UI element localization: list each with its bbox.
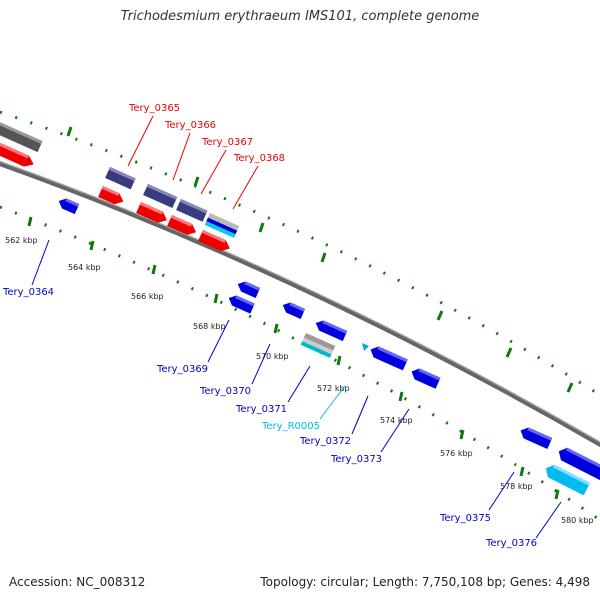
gene-arrow-forward[interactable] xyxy=(136,202,169,226)
inner-dotted-ring xyxy=(0,205,600,522)
label-leaders xyxy=(31,115,562,539)
rna-features[interactable] xyxy=(300,333,590,496)
gene-label-tery-0376[interactable]: Tery_0376 xyxy=(485,538,537,549)
gene-arrow-reverse[interactable] xyxy=(314,318,348,342)
gene-arrow-forward[interactable] xyxy=(198,230,232,254)
gene-label-tery-0366[interactable]: Tery_0366 xyxy=(164,120,216,131)
genome-backbone xyxy=(0,160,600,448)
gene-label-tery-0371[interactable]: Tery_0371 xyxy=(235,404,287,415)
rrna-feature[interactable] xyxy=(300,333,336,358)
gene-label-tery-0375[interactable]: Tery_0375 xyxy=(439,513,491,524)
mixed-feature[interactable] xyxy=(204,213,240,238)
purple-feature[interactable] xyxy=(143,184,178,208)
gene-arrow-forward[interactable] xyxy=(98,186,126,207)
gene-arrow-reverse[interactable] xyxy=(368,344,408,371)
genome-backbone-highlight xyxy=(0,161,600,443)
gene-label-tery-0367[interactable]: Tery_0367 xyxy=(201,137,253,148)
tick-label: 580 kbp xyxy=(561,516,594,525)
outer-major-ticks xyxy=(66,126,574,393)
accession-text: Accession: NC_008312 xyxy=(9,575,146,589)
tick-label: 562 kbp xyxy=(5,236,38,245)
gene-arrow-forward[interactable] xyxy=(0,141,36,170)
gene-arrow-reverse[interactable] xyxy=(556,445,600,481)
gene-arrow-reverse[interactable] xyxy=(281,300,306,319)
tick-label: 564 kbp xyxy=(68,263,101,272)
gene-label-tery-0364[interactable]: Tery_0364 xyxy=(2,287,54,298)
gray-feature[interactable] xyxy=(0,120,43,153)
gene-arrow-reverse[interactable] xyxy=(227,293,255,314)
genome-summary-text: Topology: circular; Length: 7,750,108 bp… xyxy=(260,575,590,589)
gene-label-tery-0365[interactable]: Tery_0365 xyxy=(128,103,180,114)
gene-label-tery-r0005[interactable]: Tery_R0005 xyxy=(261,421,320,432)
outer-dotted-ring xyxy=(0,110,600,397)
purple-feature[interactable] xyxy=(105,167,136,190)
gene-arrow-reverse[interactable] xyxy=(518,425,553,449)
tick-label: 576 kbp xyxy=(440,449,473,458)
gene-arrow-reverse[interactable] xyxy=(409,366,441,389)
tick-label: 566 kbp xyxy=(131,292,164,301)
tick-labels: 562 kbp 564 kbp 566 kbp 568 kbp 570 kbp … xyxy=(5,236,594,525)
reverse-genes[interactable] xyxy=(57,196,600,481)
forward-genes[interactable] xyxy=(0,141,232,254)
gene-label-tery-0368[interactable]: Tery_0368 xyxy=(233,153,285,164)
tick-label: 570 kbp xyxy=(256,352,289,361)
map-title: Trichodesmium erythraeum IMS101, complet… xyxy=(120,9,480,24)
purple-features[interactable] xyxy=(105,167,240,238)
gene-arrow-reverse[interactable] xyxy=(57,196,80,215)
gene-label-tery-0373[interactable]: Tery_0373 xyxy=(330,454,382,465)
gene-label-tery-0369[interactable]: Tery_0369 xyxy=(156,364,208,375)
gene-labels[interactable]: Tery_0364 Tery_0365 Tery_0366 Tery_0367 … xyxy=(2,103,537,549)
inner-major-ticks xyxy=(27,216,560,500)
gene-label-tery-0372[interactable]: Tery_0372 xyxy=(299,436,351,447)
gene-label-tery-0370[interactable]: Tery_0370 xyxy=(199,386,251,397)
gene-arrow-forward[interactable] xyxy=(167,215,198,238)
purple-feature[interactable] xyxy=(176,199,208,222)
trna-marker[interactable] xyxy=(362,343,369,351)
tick-label: 574 kbp xyxy=(380,416,413,425)
tick-label: 572 kbp xyxy=(317,384,350,393)
tick-label: 578 kbp xyxy=(500,482,533,491)
rna-arrow[interactable] xyxy=(543,462,590,496)
tick-label: 568 kbp xyxy=(193,322,226,331)
gene-arrow-reverse[interactable] xyxy=(236,279,261,298)
